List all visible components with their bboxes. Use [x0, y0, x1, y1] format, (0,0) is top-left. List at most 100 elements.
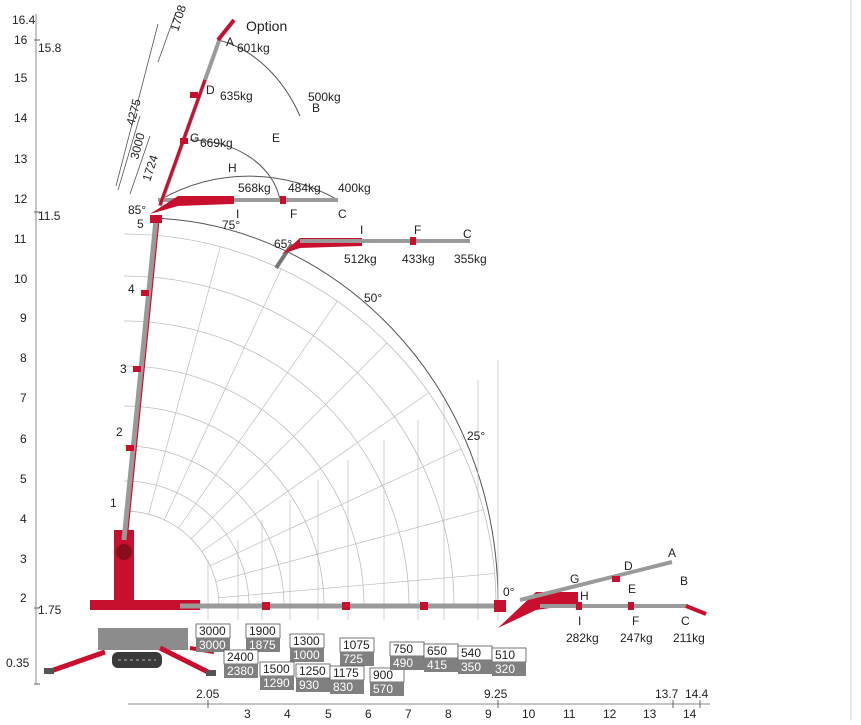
top-load-i: 568kg	[238, 181, 271, 195]
turret	[90, 600, 200, 610]
capacity-box-bottom-bg	[260, 676, 294, 690]
y-tick-4: 4	[20, 512, 27, 526]
capacity-box-bottom-value: 725	[343, 652, 363, 666]
dim-line-1724	[129, 135, 151, 195]
y-tick-16-4: 16.4	[12, 13, 36, 27]
capacity-box-bottom-bg	[296, 678, 330, 692]
section-joint-3	[133, 366, 141, 372]
angle-25: 25°	[467, 429, 485, 443]
capacity-box-bottom-value: 570	[373, 682, 393, 696]
dim-line-3000	[117, 115, 141, 191]
top-jib-head	[150, 196, 232, 214]
x-axis: 3 4 5 6 7 8 9 10 11 12 13 14 2.05 9.25 1…	[196, 687, 709, 721]
capacity-box-bottom-bg	[424, 658, 458, 672]
y-tick-14: 14	[14, 111, 28, 125]
top-jib-joint-i	[228, 196, 234, 204]
low-jib-tip	[685, 604, 707, 616]
top-jib-joint-f	[280, 196, 286, 204]
y-tick-12: 12	[14, 192, 28, 206]
x-tick-14-4: 14.4	[685, 687, 709, 701]
mid-letter-c: C	[463, 227, 472, 241]
y-tick-10: 10	[14, 272, 28, 286]
x-tick-5: 5	[325, 707, 332, 720]
low-load-c: 211kg	[673, 631, 705, 645]
working-range-grid	[123, 39, 499, 620]
outrigger-pad-right	[206, 670, 216, 676]
low-jib-luffing-section	[519, 560, 673, 602]
top-letter-h: H	[228, 161, 237, 175]
low-jib-joint-f	[628, 602, 634, 610]
x-tick-8: 8	[445, 707, 452, 720]
capacity-box-bottom-value: 1000	[293, 648, 320, 662]
x-tick-4: 4	[284, 707, 291, 720]
mid-jib-joint-f	[410, 237, 416, 245]
y-tick-5: 5	[20, 472, 27, 486]
top-jib-joint-g	[180, 138, 188, 144]
angle-85: 85°	[128, 203, 146, 217]
x-tick-3: 3	[244, 707, 251, 720]
top-load-a: 601kg	[237, 41, 270, 55]
mid-load-i: 512kg	[344, 252, 377, 266]
main-boom-vertical-edge	[126, 219, 160, 541]
h-joint-3	[420, 602, 428, 610]
angle-65: 65°	[274, 237, 292, 251]
low-jib	[498, 560, 707, 628]
top-letter-c: C	[338, 207, 347, 221]
main-boom-tip	[150, 215, 162, 223]
top-jib-option-label: Option	[246, 18, 287, 34]
low-letter-a: A	[668, 546, 676, 560]
y-tick-13: 13	[14, 152, 28, 166]
capacity-box-top-value: 650	[427, 644, 447, 658]
x-tick-12: 12	[603, 707, 617, 720]
grid-radial-8	[148, 246, 221, 515]
mid-load-f: 433kg	[402, 252, 435, 266]
grid-radial-3	[209, 448, 462, 567]
grid-radial-6	[178, 301, 338, 529]
capacity-box-bottom-value: 320	[495, 662, 515, 676]
x-tick-13: 13	[643, 707, 657, 720]
capacity-box-top-value: 900	[373, 668, 393, 682]
capacity-box-top-value: 1175	[333, 666, 359, 680]
capacity-box-bottom-value: 1290	[263, 676, 290, 690]
grid-radial-1	[218, 573, 495, 599]
y-tick-15: 15	[14, 71, 28, 85]
capacity-box-bottom-bg	[290, 648, 324, 662]
y-tick-15-8: 15.8	[38, 41, 62, 55]
grid-radial-2	[215, 509, 484, 582]
top-jib-option-extension	[216, 18, 236, 42]
y-tick-11: 11	[14, 232, 27, 246]
low-load-f: 247kg	[620, 631, 653, 645]
top-load-g: 669kg	[200, 136, 233, 150]
capacity-box-bottom-bg	[196, 638, 230, 652]
y-tick-3: 3	[20, 552, 27, 566]
mid-load-c: 355kg	[454, 252, 487, 266]
capacity-table: 3000300019001875240023801300100015001290…	[195, 623, 527, 696]
capacity-box-bottom-value: 3000	[199, 638, 226, 652]
section-joint-4	[141, 290, 149, 296]
low-jib-joint-d	[612, 576, 620, 582]
grid-arc-1	[123, 510, 220, 607]
x-tick-14: 14	[683, 707, 697, 720]
low-letter-c: C	[681, 614, 690, 628]
x-tick-11: 11	[563, 707, 576, 720]
section-joint-2	[126, 445, 134, 451]
capacity-box-bottom-value: 830	[333, 680, 353, 694]
dim-label-4275: 4275	[123, 97, 144, 127]
top-letter-i: I	[236, 207, 239, 221]
main-boom-horizontal	[180, 600, 506, 612]
mid-letter-i: I	[360, 223, 363, 237]
capacity-box-bottom-bg	[224, 664, 258, 678]
section-number-5: 5	[137, 217, 144, 231]
low-letter-e: E	[628, 582, 636, 596]
x-tick-9-25: 9.25	[484, 687, 508, 701]
top-jib-joint-d	[190, 92, 198, 98]
top-letter-b: B	[312, 101, 320, 115]
x-tick-7: 7	[405, 707, 412, 720]
top-jib	[150, 18, 338, 214]
